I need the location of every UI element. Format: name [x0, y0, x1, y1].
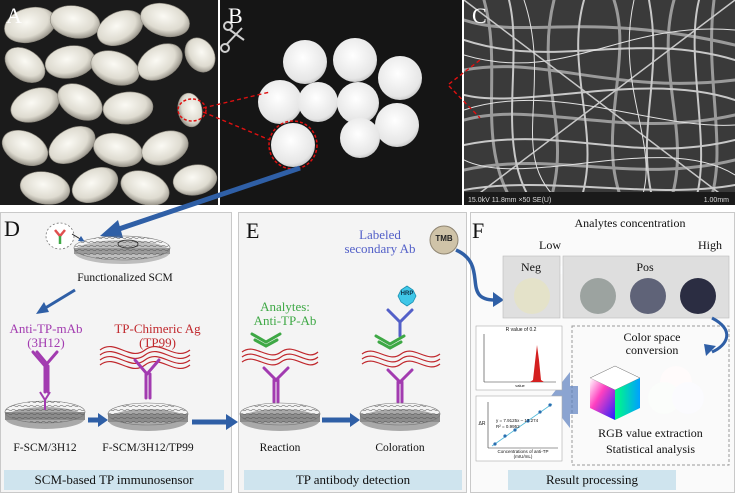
- hist-xlabel: value: [515, 383, 525, 388]
- label-analytes-line1: Analytes:: [260, 299, 310, 314]
- label-tmb: TMB: [435, 234, 453, 243]
- scatter-xlabel: Concentrations of anti-TP (mIU/mL): [488, 449, 558, 459]
- antibody-icon-purple-e: [262, 366, 290, 404]
- label-coloration: Coloration: [375, 442, 425, 454]
- label-color-space: Color space conversion: [592, 331, 712, 357]
- panel-label-d: D: [4, 216, 20, 241]
- tmb-bubble: [429, 225, 459, 255]
- antibody-icon-purple: [31, 350, 59, 394]
- equation-line2: R² = 0.9952: [496, 424, 520, 429]
- cocoons: [1, 2, 218, 205]
- arrow-b-to-d: [100, 165, 301, 238]
- photo-silk-cocoons: A: [0, 0, 218, 205]
- antibody-mini-icon: [54, 229, 66, 244]
- sem-caption: 15.0kV 11.8mm ×50 SE(U): [468, 197, 552, 204]
- label-color-line1: Color space: [623, 330, 681, 344]
- antibody-icon-purple-e2: [386, 368, 414, 404]
- scatter-ylabel: ΔR: [478, 421, 486, 427]
- antigen-icon-red-e: [241, 348, 319, 366]
- scissors-icon: [220, 21, 245, 53]
- label-pos: Pos: [636, 260, 654, 274]
- disc-f-scm-3h12-tp99: [107, 402, 189, 431]
- label-analytes-concentration: Analytes concentration: [574, 216, 686, 230]
- scatter-equation: y = 7.9125x – 17.274 R² = 0.9952: [496, 418, 556, 430]
- label-statistical-analysis: Statistical analysis: [606, 442, 695, 456]
- label-color-line2: conversion: [625, 343, 679, 357]
- label-labeled-line2: secondary Ab: [344, 241, 416, 256]
- footer-d: SCM-based TP immunosensor: [4, 470, 224, 490]
- photo-sem-fibers: C 15.0kV 11.8mm ×50 SE(U) 1.00mm: [464, 0, 735, 205]
- scm-discs: [258, 38, 422, 167]
- arrow-colorspace-to-charts: [548, 372, 578, 428]
- arrow-pos-to-colorspace: [711, 316, 729, 354]
- scatter-xlabel-line1: Concentrations of anti-TP: [497, 449, 549, 454]
- label-disc2: F-SCM/3H12/TP99: [102, 442, 194, 454]
- highlight-circle: [177, 98, 207, 122]
- label-functionalized-scm: Functionalized SCM: [77, 272, 173, 284]
- hist-title: R value of 0.2: [505, 327, 537, 333]
- functionalized-scm-disc: [73, 235, 171, 264]
- label-analytes: Analytes: Anti-TP-Ab: [240, 300, 330, 328]
- pos-sample-box: [562, 255, 730, 319]
- antibody-icon-purple-2: [133, 358, 161, 400]
- label-chimeric-line1: TP-Chimeric Ag: [114, 321, 201, 336]
- analyte-antibody-icon-2: [374, 334, 406, 350]
- label-anti-tp-line2: (3H12): [27, 335, 65, 350]
- hrp-badge: [397, 285, 417, 307]
- disc-coloration: [359, 402, 441, 431]
- arrow-tmb-to-f: [455, 248, 496, 302]
- rgb-cube-icon: [589, 365, 641, 420]
- label-neg: Neg: [521, 260, 541, 274]
- label-anti-tp-mab: Anti-TP-mAb (3H12): [0, 322, 92, 350]
- label-hrp: HRP: [400, 291, 414, 297]
- photo-scm-discs: B: [220, 0, 462, 205]
- footer-e: TP antibody detection: [244, 470, 462, 490]
- label-labeled-line1: Labeled: [359, 227, 401, 242]
- rgb-venn-icon: [648, 366, 704, 414]
- label-anti-tp-line1: Anti-TP-mAb: [9, 321, 83, 336]
- disc-reaction: [239, 402, 321, 431]
- antigen-icon-red: [99, 345, 191, 370]
- panel-label-e: E: [246, 218, 260, 243]
- antigen-icon-red-e2: [361, 350, 441, 368]
- arrow-to-antibody: [41, 288, 76, 312]
- label-reaction: Reaction: [259, 442, 301, 454]
- panel-label-f: F: [472, 218, 485, 243]
- sem-fibers: [464, 0, 735, 205]
- label-rgb-extraction: RGB value extraction: [598, 426, 703, 440]
- scatter-xlabel-line2: (mIU/mL): [513, 454, 533, 459]
- panel-label-b: B: [228, 3, 243, 28]
- secondary-antibody-icon: [386, 308, 414, 338]
- panel-label-c: C: [472, 3, 487, 28]
- scatter-chart: [475, 395, 563, 462]
- equation-line1: y = 7.9125x – 17.274: [496, 418, 539, 423]
- label-tp-chimeric: TP-Chimeric Ag (TP99): [100, 322, 215, 350]
- neg-sample-box: [502, 255, 561, 319]
- panel-label-a: A: [6, 3, 22, 28]
- panel-e: [238, 212, 467, 493]
- label-disc1: F-SCM/3H12: [13, 442, 77, 454]
- label-labeled-secondary: Labeled secondary Ab: [320, 228, 440, 256]
- label-analytes-line2: Anti-TP-Ab: [253, 313, 317, 328]
- sem-scale: 1.00mm: [703, 197, 729, 204]
- label-high: High: [698, 238, 722, 252]
- analyte-antibody-icon: [250, 332, 282, 348]
- label-low: Low: [539, 238, 561, 252]
- disc-f-scm-3h12: [4, 391, 86, 429]
- label-chimeric-line2: (TP99): [139, 335, 176, 350]
- footer-f: Result processing: [508, 470, 676, 490]
- histogram-chart: [475, 325, 563, 391]
